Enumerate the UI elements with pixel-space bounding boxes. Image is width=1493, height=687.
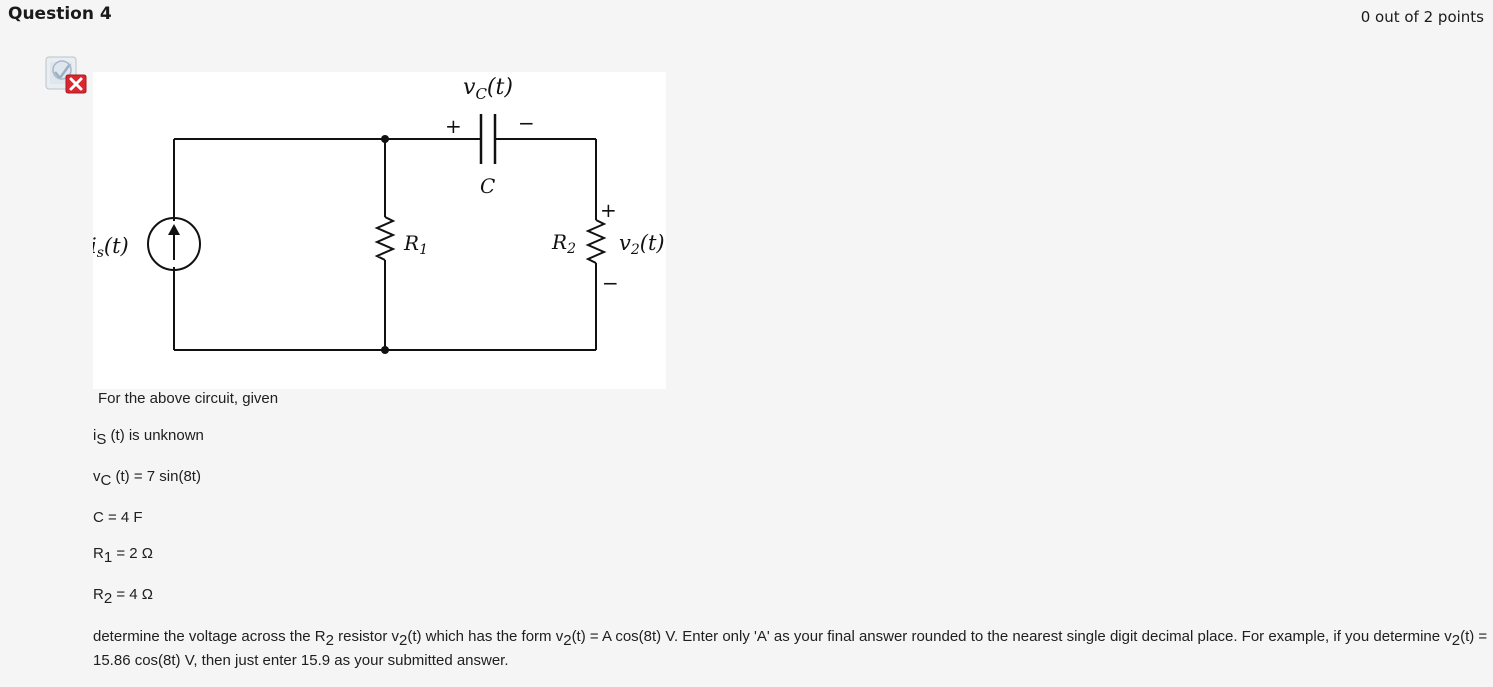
node-top [381, 135, 389, 143]
circuit-diagram: vC(t) + − C is(t) R1 R2 + − v2(t) [93, 72, 666, 389]
vc-label: vC(t) [463, 75, 513, 103]
given-r1: R1 = 2 Ω [93, 545, 154, 566]
resistor-r2 [585, 219, 607, 264]
question-points: 0 out of 2 points [1360, 8, 1484, 26]
given-intro: For the above circuit, given [98, 390, 279, 407]
given-vc: vC (t) = 7 sin(8t) [93, 468, 201, 489]
capacitor-label: C [480, 174, 495, 198]
source-label: is(t) [93, 234, 129, 261]
r1-label: R1 [403, 231, 428, 258]
resistor-r1 [374, 216, 396, 261]
current-source [147, 217, 201, 271]
given-is: iS (t) is unknown [93, 427, 204, 448]
incorrect-x-icon [44, 55, 88, 95]
question-title: Question 4 [8, 4, 112, 24]
question-prompt: determine the voltage across the R2 resi… [93, 628, 1488, 669]
r2-label: R2 [551, 230, 576, 257]
cap-minus-sign: − [518, 111, 535, 135]
v2-label: v2(t) [619, 231, 665, 258]
v2-minus-sign: − [602, 271, 619, 295]
given-r2: R2 = 4 Ω [93, 586, 154, 607]
v2-plus-sign: + [600, 198, 617, 222]
source-arrow-head [168, 224, 180, 235]
given-c: C = 4 F [93, 509, 143, 526]
cap-plus-sign: + [445, 114, 462, 138]
node-bottom [381, 346, 389, 354]
